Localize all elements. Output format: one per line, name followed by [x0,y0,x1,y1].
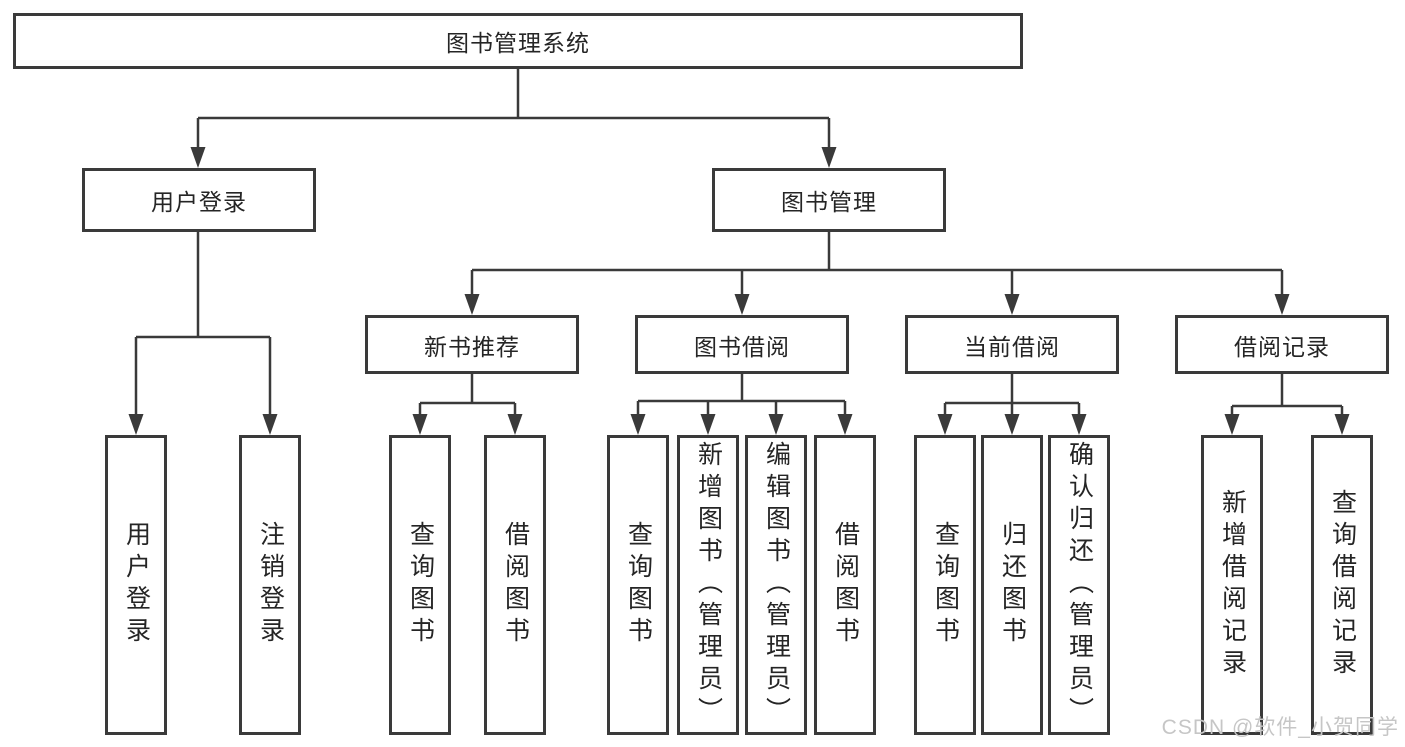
node-return-books: 归还图书 [981,435,1043,735]
node-label: 新增图书（管理员） [694,441,723,729]
node-current-borrow-label: 当前借阅 [964,333,1060,360]
node-new-book-recommend: 新书推荐 [365,315,579,374]
node-logout-leaf: 注销登录 [239,435,301,735]
node-add-book-admin: 新增图书（管理员） [677,435,739,735]
node-book-management-label: 图书管理 [781,189,877,215]
arrowheads [128,147,1350,435]
node-label: 归还图书 [998,521,1027,649]
tree-edges [134,69,1344,418]
node-user-login-leaf: 用户登录 [105,435,167,735]
node-new-book-recommend-label: 新书推荐 [424,333,520,360]
node-book-borrow: 图书借阅 [635,315,849,374]
node-user-login: 用户登录 [82,168,316,232]
node-borrow-records-label: 借阅记录 [1234,333,1330,360]
node-label: 用户登录 [122,521,151,649]
node-edit-book-admin: 编辑图书（管理员） [745,435,807,735]
node-label: 查询图书 [624,521,653,649]
node-label: 查询借阅记录 [1328,489,1357,681]
node-borrow-records: 借阅记录 [1175,315,1389,374]
node-root-label: 图书管理系统 [446,30,590,56]
node-query-books-recommend: 查询图书 [389,435,451,735]
node-book-borrow-label: 图书借阅 [694,333,790,360]
node-label: 借阅图书 [831,521,860,649]
node-root: 图书管理系统 [13,13,1023,69]
node-book-management: 图书管理 [712,168,946,232]
node-query-books-current: 查询图书 [914,435,976,735]
node-borrow-books-leaf: 借阅图书 [814,435,876,735]
node-label: 借阅图书 [501,521,530,649]
node-query-books-borrow: 查询图书 [607,435,669,735]
node-confirm-return-admin: 确认归还（管理员） [1048,435,1110,735]
node-query-borrow-record: 查询借阅记录 [1311,435,1373,735]
node-label: 确认归还（管理员） [1065,441,1094,729]
node-current-borrow: 当前借阅 [905,315,1119,374]
node-add-borrow-record: 新增借阅记录 [1201,435,1263,735]
node-label: 查询图书 [931,521,960,649]
node-label: 新增借阅记录 [1218,489,1247,681]
node-label: 注销登录 [256,521,285,649]
node-label: 编辑图书（管理员） [762,441,791,729]
watermark: CSDN @软件_小贺同学 [1161,716,1399,739]
node-label: 查询图书 [406,521,435,649]
node-borrow-books-recommend: 借阅图书 [484,435,546,735]
node-user-login-label: 用户登录 [151,189,247,215]
